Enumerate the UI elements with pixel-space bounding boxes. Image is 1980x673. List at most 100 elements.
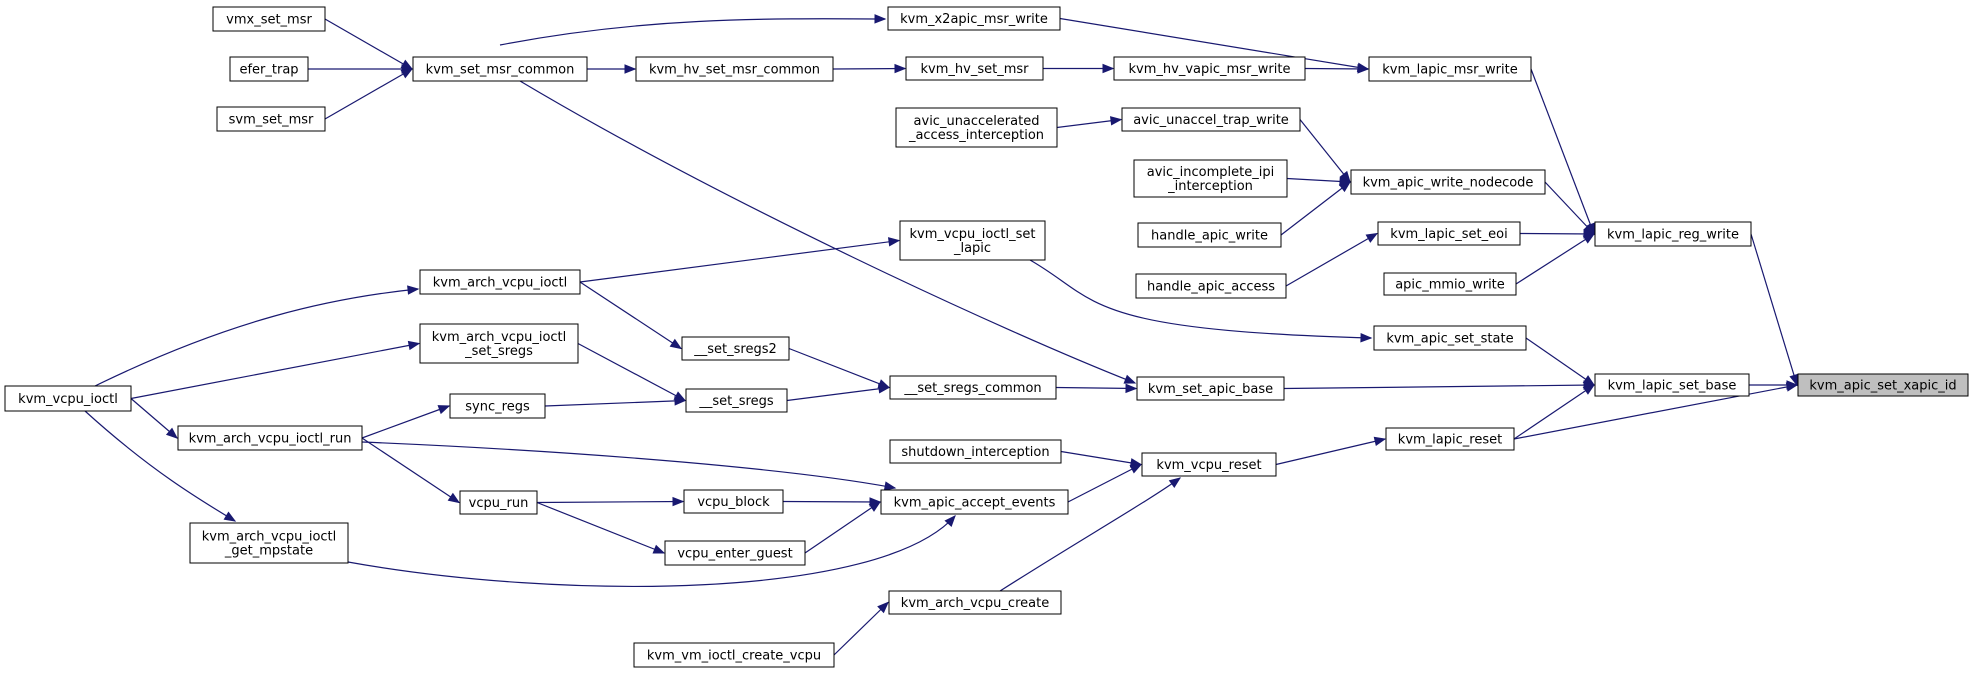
node-kvm_arch_vcpu_ioctl[interactable]: kvm_arch_vcpu_ioctl xyxy=(419,269,581,295)
node-box-kvm_lapic_set_base[interactable] xyxy=(1594,373,1750,397)
node-kvm_apic_set_xapic_id[interactable]: kvm_apic_set_xapic_id xyxy=(1797,373,1969,397)
node-box-vcpu_run[interactable] xyxy=(459,490,538,515)
node-kvm_vcpu_reset[interactable]: kvm_vcpu_reset xyxy=(1141,452,1277,477)
node-shutdown_interception[interactable]: shutdown_interception xyxy=(889,439,1062,464)
node-box-kvm_lapic_reg_write[interactable] xyxy=(1594,221,1752,247)
node-vcpu_block[interactable]: vcpu_block xyxy=(683,489,784,514)
node-apic_mmio_write[interactable]: apic_mmio_write xyxy=(1383,272,1517,296)
node-kvm_hv_vapic_msr_write[interactable]: kvm_hv_vapic_msr_write xyxy=(1113,56,1306,81)
node-box-kvm_hv_vapic_msr_write[interactable] xyxy=(1113,56,1306,81)
node-box-kvm_x2apic_msr_write[interactable] xyxy=(887,6,1061,31)
node-box-kvm_arch_vcpu_create[interactable] xyxy=(888,590,1062,615)
node-box-sync_regs[interactable] xyxy=(449,393,546,419)
arrowhead-handle_apic_access-to-kvm_lapic_set_eoi xyxy=(1365,232,1379,243)
node-kvm_vcpu_ioctl_set_lapic[interactable]: kvm_vcpu_ioctl_set_lapic xyxy=(899,220,1046,261)
edge-kvm_x2apic_msr_write-to-kvm_lapic_msr_write xyxy=(1059,17,1369,70)
node-box-set_sregs_common[interactable] xyxy=(889,375,1057,400)
node-box-kvm_apic_write_nodecode[interactable] xyxy=(1350,169,1546,195)
edge-kvm_lapic_msr_write-to-kvm_lapic_reg_write xyxy=(1530,68,1595,235)
node-efer_trap[interactable]: efer_trap xyxy=(229,56,309,82)
node-box-handle_apic_write[interactable] xyxy=(1137,222,1282,248)
node-box-kvm_arch_vcpu_ioctl_run[interactable] xyxy=(177,425,363,451)
node-box-kvm_apic_set_state[interactable] xyxy=(1373,325,1527,351)
node-vcpu_enter_guest[interactable]: vcpu_enter_guest xyxy=(664,540,806,566)
node-box-vcpu_block[interactable] xyxy=(683,489,784,514)
node-box-svm_set_msr[interactable] xyxy=(216,106,326,132)
node-box-avic_incomplete_ipi_interception[interactable] xyxy=(1133,159,1288,198)
node-box-apic_mmio_write[interactable] xyxy=(1383,272,1517,296)
edge-kvm_set_msr_common-to-kvm_x2apic_msr_write xyxy=(499,18,886,46)
node-box-set_sregs[interactable] xyxy=(685,388,788,413)
node-label-kvm_vcpu_ioctl: kvm_vcpu_ioctl xyxy=(18,392,118,407)
node-box-set_sregs2[interactable] xyxy=(681,336,790,361)
node-kvm_lapic_reg_write[interactable]: kvm_lapic_reg_write xyxy=(1594,221,1752,247)
node-set_sregs_common[interactable]: __set_sregs_common xyxy=(889,375,1057,400)
node-label-kvm_arch_vcpu_ioctl_set_sregs-line-2: _set_sregs xyxy=(464,344,533,359)
node-kvm_lapic_set_base[interactable]: kvm_lapic_set_base xyxy=(1594,373,1750,397)
node-kvm_arch_vcpu_create[interactable]: kvm_arch_vcpu_create xyxy=(888,590,1062,615)
node-box-kvm_vcpu_ioctl_set_lapic[interactable] xyxy=(899,220,1046,261)
node-kvm_lapic_set_eoi[interactable]: kvm_lapic_set_eoi xyxy=(1377,221,1521,246)
node-kvm_arch_vcpu_ioctl_set_sregs[interactable]: kvm_arch_vcpu_ioctl_set_sregs xyxy=(419,323,579,364)
node-kvm_apic_accept_events[interactable]: kvm_apic_accept_events xyxy=(880,489,1069,515)
node-box-kvm_set_apic_base[interactable] xyxy=(1136,376,1285,401)
node-box-efer_trap[interactable] xyxy=(229,56,309,82)
node-kvm_arch_vcpu_ioctl_get_mpstate[interactable]: kvm_arch_vcpu_ioctl_get_mpstate xyxy=(189,522,349,564)
node-label-avic_unaccelerated_access_interception-line-2: _access_interception xyxy=(908,128,1044,143)
node-set_sregs[interactable]: __set_sregs xyxy=(685,388,788,413)
node-avic_unaccelerated_access_interception[interactable]: avic_unaccelerated_access_interception xyxy=(895,107,1058,148)
node-kvm_hv_set_msr_common[interactable]: kvm_hv_set_msr_common xyxy=(635,56,834,82)
node-box-kvm_vm_ioctl_create_vcpu[interactable] xyxy=(633,642,835,668)
arrowhead-kvm_lapic_reg_write-to-kvm_apic_set_xapic_id xyxy=(1789,373,1799,387)
node-sync_regs[interactable]: sync_regs xyxy=(449,393,546,419)
node-box-handle_apic_access[interactable] xyxy=(1135,273,1287,299)
node-set_sregs2[interactable]: __set_sregs2 xyxy=(681,336,790,361)
node-box-kvm_lapic_reset[interactable] xyxy=(1385,427,1515,451)
node-kvm_hv_set_msr[interactable]: kvm_hv_set_msr xyxy=(905,56,1044,81)
node-box-kvm_set_msr_common[interactable] xyxy=(412,56,588,82)
node-box-vmx_set_msr[interactable] xyxy=(212,6,326,32)
node-box-avic_unaccelerated_access_interception[interactable] xyxy=(895,107,1058,148)
edge-vcpu_run-to-vcpu_enter_guest xyxy=(536,501,665,554)
node-vmx_set_msr[interactable]: vmx_set_msr xyxy=(212,6,326,32)
node-kvm_set_msr_common[interactable]: kvm_set_msr_common xyxy=(412,56,588,82)
node-box-kvm_lapic_msr_write[interactable] xyxy=(1368,56,1532,82)
node-kvm_vm_ioctl_create_vcpu[interactable]: kvm_vm_ioctl_create_vcpu xyxy=(633,642,835,668)
node-vcpu_run[interactable]: vcpu_run xyxy=(459,490,538,515)
node-box-kvm_vcpu_ioctl[interactable] xyxy=(4,385,132,412)
node-kvm_lapic_msr_write[interactable]: kvm_lapic_msr_write xyxy=(1368,56,1532,82)
node-kvm_set_apic_base[interactable]: kvm_set_apic_base xyxy=(1136,376,1285,401)
node-box-avic_unaccel_trap_write[interactable] xyxy=(1121,107,1301,132)
node-box-kvm_arch_vcpu_ioctl[interactable] xyxy=(419,269,581,295)
node-box-kvm_arch_vcpu_ioctl_get_mpstate[interactable] xyxy=(189,522,349,564)
node-box-vcpu_enter_guest[interactable] xyxy=(664,540,806,566)
edge-kvm_set_apic_base-to-kvm_lapic_set_base xyxy=(1283,384,1595,390)
node-box-kvm_apic_accept_events[interactable] xyxy=(880,489,1069,515)
node-handle_apic_write[interactable]: handle_apic_write xyxy=(1137,222,1282,248)
node-box-kvm_apic_set_xapic_id[interactable] xyxy=(1797,373,1969,397)
edge-shutdown_interception-to-kvm_vcpu_reset xyxy=(1060,450,1142,466)
node-box-kvm_lapic_set_eoi[interactable] xyxy=(1377,221,1521,246)
node-box-kvm_arch_vcpu_ioctl_set_sregs[interactable] xyxy=(419,323,579,364)
node-box-kvm_vcpu_reset[interactable] xyxy=(1141,452,1277,477)
node-box-kvm_hv_set_msr_common[interactable] xyxy=(635,56,834,82)
node-kvm_lapic_reset[interactable]: kvm_lapic_reset xyxy=(1385,427,1515,451)
node-kvm_apic_write_nodecode[interactable]: kvm_apic_write_nodecode xyxy=(1350,169,1546,195)
node-kvm_vcpu_ioctl[interactable]: kvm_vcpu_ioctl xyxy=(4,385,132,412)
node-label-kvm_apic_set_state: kvm_apic_set_state xyxy=(1386,332,1513,347)
node-avic_unaccel_trap_write[interactable]: avic_unaccel_trap_write xyxy=(1121,107,1301,132)
node-label-avic_unaccelerated_access_interception-line-1: avic_unaccelerated xyxy=(914,114,1040,129)
node-kvm_x2apic_msr_write[interactable]: kvm_x2apic_msr_write xyxy=(887,6,1061,31)
arrowhead-avic_unaccelerated_access_interception-to-avic_unaccel_trap_write xyxy=(1109,116,1123,126)
node-label-kvm_arch_vcpu_ioctl_get_mpstate-line-2: _get_mpstate xyxy=(224,544,313,559)
node-kvm_arch_vcpu_ioctl_run[interactable]: kvm_arch_vcpu_ioctl_run xyxy=(177,425,363,451)
node-box-kvm_hv_set_msr[interactable] xyxy=(905,56,1044,81)
node-label-avic_incomplete_ipi_interception-line-2: _interception xyxy=(1167,179,1253,194)
node-handle_apic_access[interactable]: handle_apic_access xyxy=(1135,273,1287,299)
arrowhead-set_sregs-to-set_sregs_common xyxy=(877,384,891,394)
node-avic_incomplete_ipi_interception[interactable]: avic_incomplete_ipi_interception xyxy=(1133,159,1288,198)
node-box-shutdown_interception[interactable] xyxy=(889,439,1062,464)
node-svm_set_msr[interactable]: svm_set_msr xyxy=(216,106,326,132)
node-kvm_apic_set_state[interactable]: kvm_apic_set_state xyxy=(1373,325,1527,351)
node-label-efer_trap: efer_trap xyxy=(239,63,298,78)
